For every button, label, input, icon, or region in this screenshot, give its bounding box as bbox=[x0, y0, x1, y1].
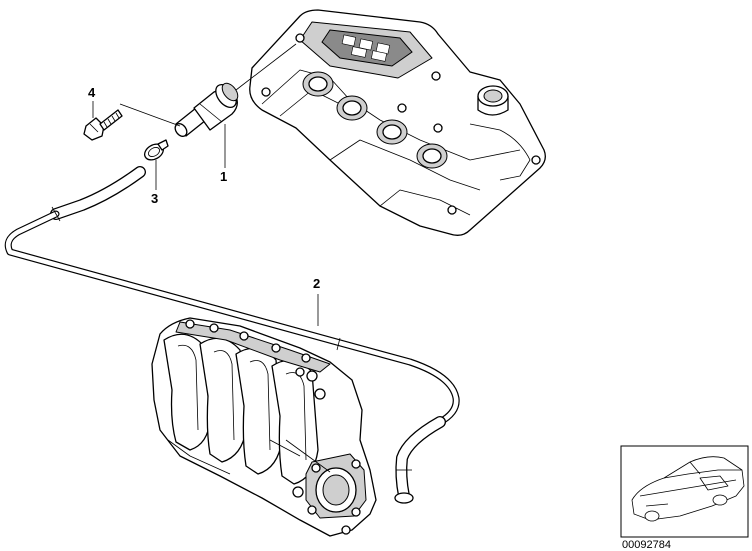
spark-plug-well-1 bbox=[302, 71, 334, 97]
vehicle-locator-thumbnail bbox=[620, 445, 749, 538]
spark-plug-well-4 bbox=[416, 143, 448, 169]
manifold-runner-2 bbox=[199, 337, 247, 463]
part-4-screw bbox=[83, 109, 123, 141]
oil-filler-neck bbox=[477, 85, 509, 116]
document-number: 00092784 bbox=[622, 539, 671, 551]
spark-plug-well-2 bbox=[336, 95, 368, 121]
car-outline-icon bbox=[631, 456, 745, 522]
intake-manifold bbox=[151, 317, 377, 537]
cylinder-head-cover bbox=[249, 9, 546, 236]
part-3-hose-clamp bbox=[144, 139, 169, 161]
part-2-breather-pipe bbox=[4, 166, 460, 504]
cover-logo-plate bbox=[341, 34, 391, 62]
part-1-valve bbox=[174, 82, 239, 137]
manifold-runner-1 bbox=[163, 333, 211, 451]
callout-part-1: 1 bbox=[220, 169, 227, 184]
leader-lines bbox=[92, 43, 319, 326]
callout-part-3: 3 bbox=[151, 191, 158, 206]
throttle-body-flange bbox=[305, 453, 367, 519]
callout-part-2: 2 bbox=[313, 276, 320, 291]
callout-part-4: 4 bbox=[88, 85, 96, 100]
spark-plug-well-3 bbox=[376, 119, 408, 145]
